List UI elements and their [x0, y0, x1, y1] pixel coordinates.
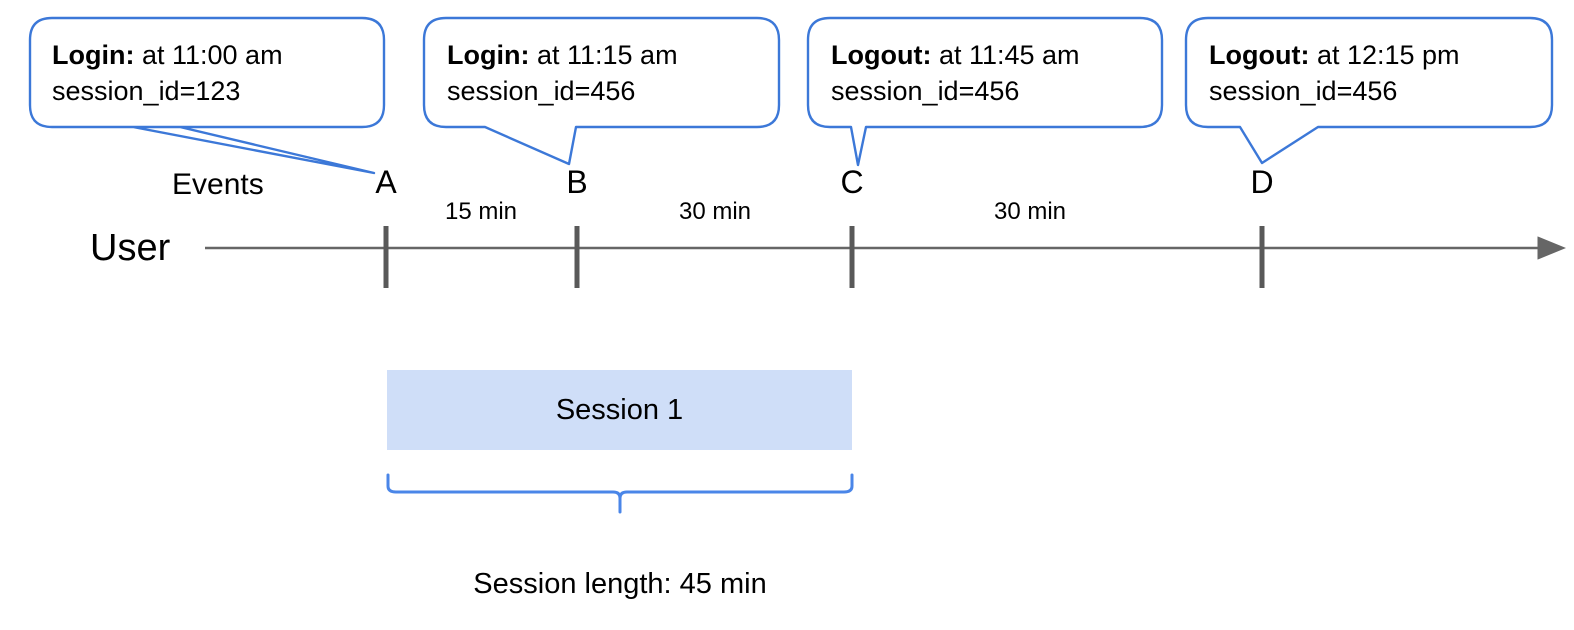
session-bar: Session 1 [387, 370, 852, 450]
tick-label-d: D [1250, 164, 1274, 200]
callout-a-line2: session_id=123 [52, 76, 241, 106]
callout-c-rest: at 11:45 am [931, 40, 1080, 70]
tick-label-b: B [566, 164, 588, 200]
callout-bubble-a [28, 16, 386, 175]
callout-bubble-d [1184, 16, 1554, 165]
interval-label-ab: 15 min [444, 198, 518, 225]
user-row-label: User [90, 227, 171, 269]
interval-label-cd: 30 min [993, 198, 1067, 225]
session-bar-label: Session 1 [555, 393, 684, 426]
callout-a-rest: at 11:00 am [134, 40, 283, 70]
callout-text-c: Logout: at 11:45 am session_id=456 [831, 37, 1080, 109]
events-row-label: Events [172, 168, 264, 201]
session-length-label: Session length: 45 min [473, 568, 767, 600]
callout-text-a: Login: at 11:00 am session_id=123 [52, 37, 283, 109]
callout-c-lead: Logout: [831, 40, 932, 70]
callout-a-lead: Login: [52, 40, 135, 70]
tick-label-c: C [840, 164, 864, 200]
callout-d-lead: Logout: [1209, 40, 1310, 70]
callout-b-line2: session_id=456 [447, 76, 636, 106]
callout-b-lead: Login: [447, 40, 530, 70]
interval-label-bc: 30 min [678, 198, 752, 225]
session-brace [386, 473, 854, 514]
callout-text-b: Login: at 11:15 am session_id=456 [447, 37, 678, 109]
callout-bubble-c [806, 16, 1164, 167]
callout-c-line2: session_id=456 [831, 76, 1020, 106]
callout-d-line2: session_id=456 [1209, 76, 1398, 106]
tick-label-a: A [375, 164, 397, 200]
callout-d-rest: at 12:15 pm [1309, 40, 1460, 70]
callout-bubble-b [422, 16, 781, 166]
callout-text-d: Logout: at 12:15 pm session_id=456 [1209, 37, 1460, 109]
callout-b-rest: at 11:15 am [529, 40, 678, 70]
